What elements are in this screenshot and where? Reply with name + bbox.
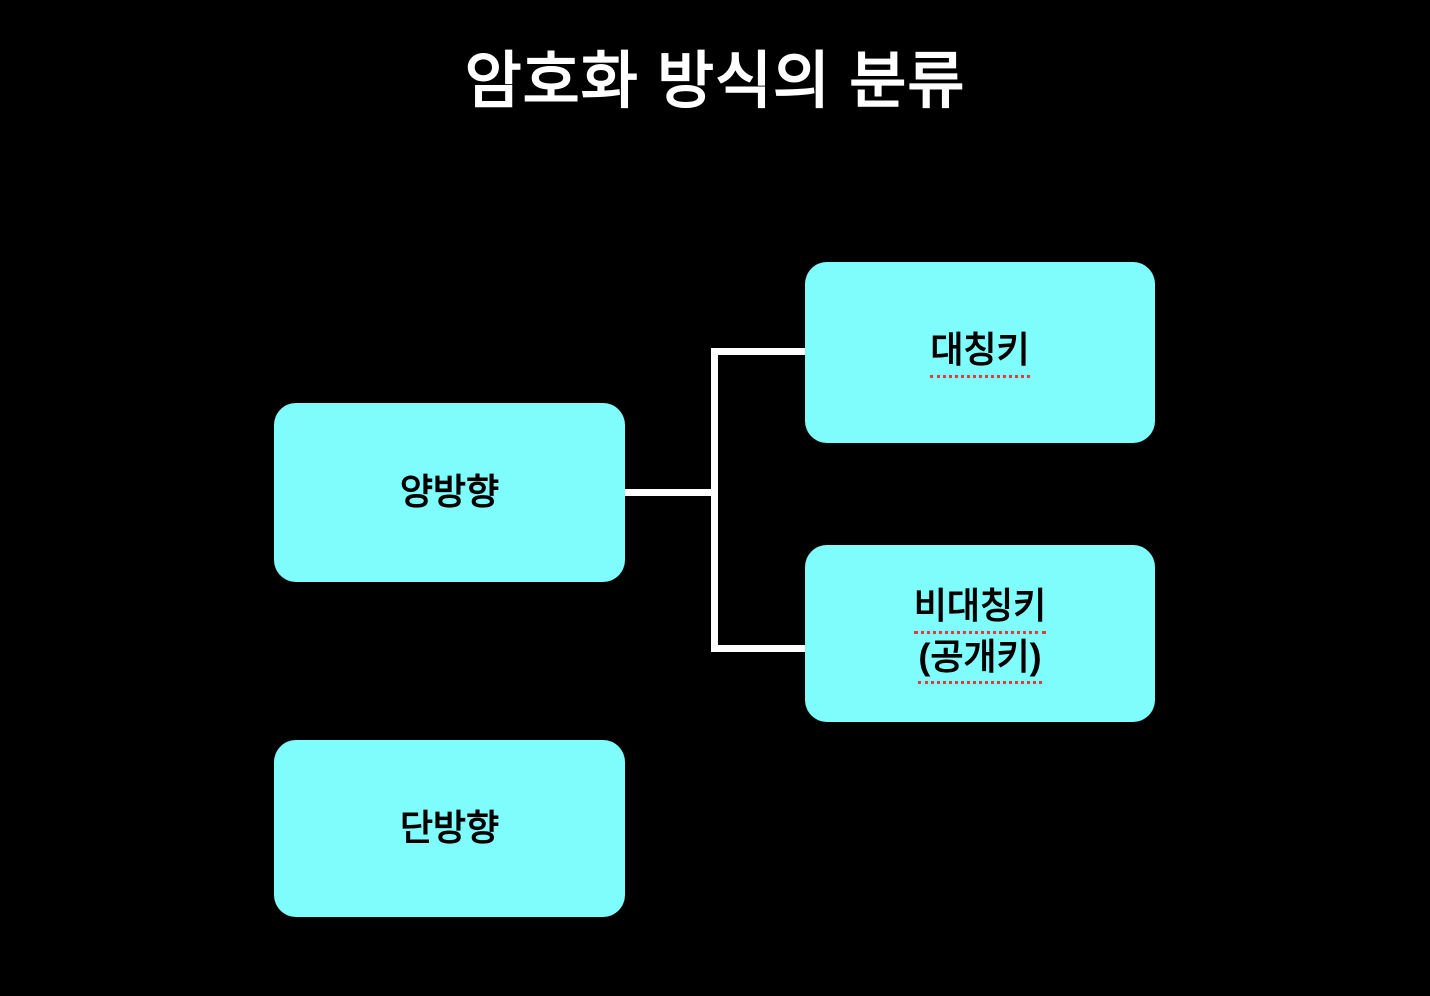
connector-stem-bidirectional (625, 489, 718, 496)
page-title: 암호화 방식의 분류 (464, 47, 966, 116)
node-unidirectional[interactable]: 단방향 (274, 740, 625, 917)
node-symmetric-key-label: 대칭키 (930, 327, 1030, 378)
connector-vertical-trunk (711, 348, 718, 652)
node-asymmetric-key-label-line2: (공개키) (918, 634, 1042, 684)
node-bidirectional-label: 양방향 (399, 471, 500, 513)
connector-branch-to-symmetric-key (711, 348, 807, 355)
node-asymmetric-key[interactable]: 비대칭키 (공개키) (805, 545, 1155, 722)
connector-branch-to-asymmetric-key (711, 645, 807, 652)
node-asymmetric-key-label-line1: 비대칭키 (913, 583, 1047, 634)
node-unidirectional-label: 단방향 (399, 807, 500, 849)
node-bidirectional[interactable]: 양방향 (274, 403, 625, 582)
node-symmetric-key[interactable]: 대칭키 (805, 262, 1155, 443)
